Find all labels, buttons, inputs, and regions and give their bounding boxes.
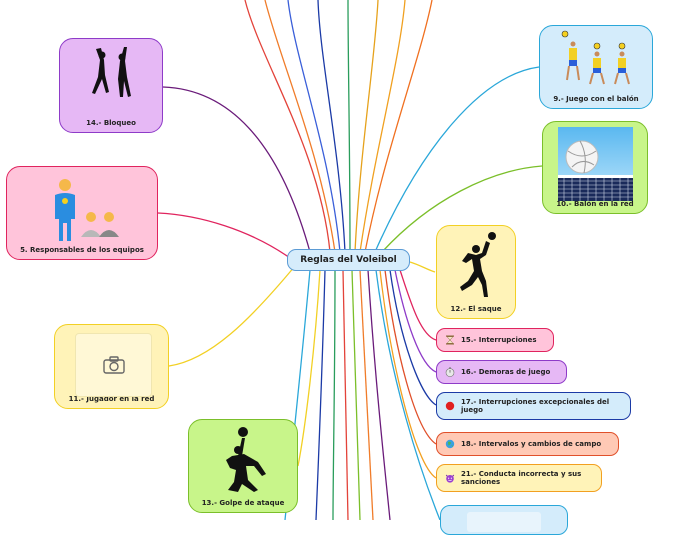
players-passing-icon — [557, 30, 637, 86]
pill-intervalos[interactable]: 18.- Intervalos y cambios de campo — [436, 432, 619, 456]
node-bloqueo[interactable]: 14.- Bloqueo — [59, 38, 163, 133]
node-golpe-ataque[interactable]: 13.- Golpe de ataque — [188, 419, 298, 513]
connector-top-7 — [360, 0, 405, 252]
connector-interrupciones — [400, 270, 436, 340]
node-responsables[interactable]: 5. Responsables de los equipos — [6, 166, 158, 260]
stopwatch-icon — [445, 367, 455, 377]
node-partial-bottom[interactable] — [440, 505, 568, 535]
node-responsables-label: 5. Responsables de los equipos — [20, 246, 144, 255]
node-bloqueo-label: 14.- Bloqueo — [86, 119, 136, 128]
hourglass-icon — [445, 335, 455, 345]
node-juego-balon-label: 9.- Juego con el balón — [553, 95, 638, 104]
central-topic[interactable]: Reglas del Voleibol — [287, 249, 410, 271]
connector-golpe — [298, 270, 320, 466]
pill-demoras-label: 16.- Demoras de juego — [461, 368, 550, 376]
pill-conducta[interactable]: 21.- Conducta incorrecta y sus sanciones — [436, 464, 602, 492]
blocking-players-icon — [82, 45, 142, 115]
connector-top-5 — [348, 0, 350, 252]
pill-demoras[interactable]: 16.- Demoras de juego — [436, 360, 567, 384]
pill-excepcionales[interactable]: 17.- Interrupciones excepcionales del ju… — [436, 392, 631, 420]
team-coach-icon — [53, 179, 123, 241]
connector-bloqueo — [163, 87, 310, 252]
image-placeholder — [75, 333, 152, 397]
attack-hit-icon — [214, 426, 274, 494]
pill-intervalos-label: 18.- Intervalos y cambios de campo — [461, 440, 601, 448]
node-saque[interactable]: 12.- El saque — [436, 225, 516, 319]
node-balon-red[interactable]: 10.- Balón en la red — [542, 121, 648, 214]
connector-responsables — [158, 213, 290, 258]
serving-player-icon — [454, 231, 502, 301]
connector-intervalos — [385, 270, 436, 444]
devil-face-icon — [445, 473, 455, 483]
node-golpe-ataque-label: 13.- Golpe de ataque — [202, 499, 285, 508]
connector-jugador — [169, 266, 295, 366]
node-jugador-red[interactable]: 11.- Jugador en la red — [54, 324, 169, 409]
node-balon-red-label: 10.- Balón en la red — [556, 200, 633, 209]
node-saque-label: 12.- El saque — [451, 305, 502, 314]
ball-net-image — [558, 127, 633, 201]
pill-interrupciones[interactable]: 15.- Interrupciones — [436, 328, 554, 352]
connector-saque — [410, 262, 435, 272]
node-juego-balon[interactable]: 9.- Juego con el balón — [539, 25, 653, 109]
connector-bottom-3 — [333, 270, 335, 520]
pill-interrupciones-label: 15.- Interrupciones — [461, 336, 537, 344]
connector-conducta — [380, 270, 436, 478]
connector-demoras — [395, 270, 436, 372]
central-topic-label: Reglas del Voleibol — [300, 255, 397, 265]
red-circle-icon — [445, 401, 455, 411]
image-placeholder-bottom — [467, 512, 541, 532]
connector-top-4 — [318, 0, 345, 252]
pill-conducta-label: 21.- Conducta incorrecta y sus sanciones — [461, 470, 593, 486]
camera-icon — [103, 356, 125, 374]
connector-bottom-5 — [352, 270, 360, 520]
pill-excepcionales-label: 17.- Interrupciones excepcionales del ju… — [461, 398, 622, 414]
connector-bottom-4 — [343, 270, 348, 520]
globe-icon — [445, 439, 455, 449]
